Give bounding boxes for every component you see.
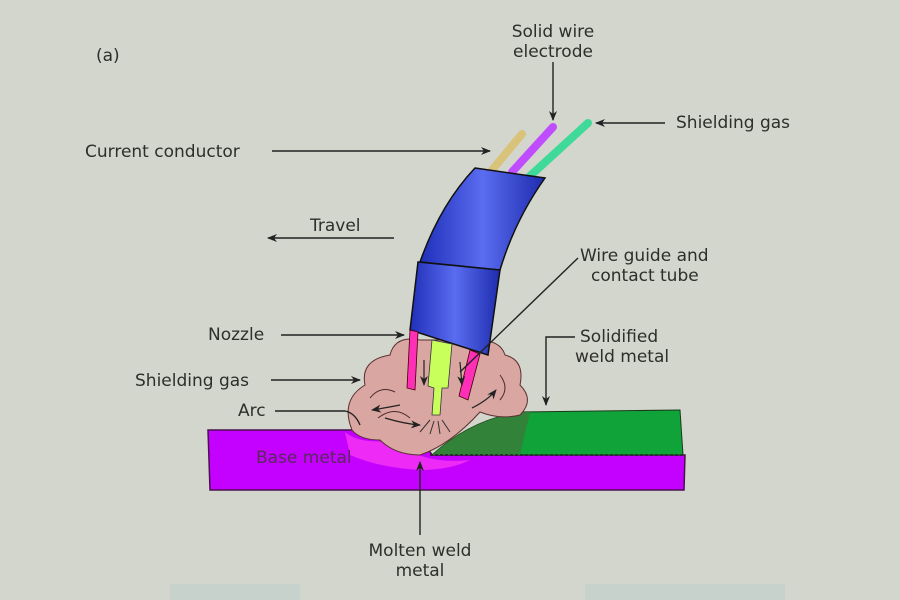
current-conductor-wire (488, 130, 526, 174)
label-line: metal (395, 561, 445, 581)
nozzle-wall-left (406, 329, 419, 391)
label-arc: Arc (238, 401, 266, 421)
label-line: electrode (513, 42, 593, 62)
label-nozzle: Nozzle (208, 325, 265, 345)
panel-label: (a) (96, 46, 120, 66)
nozzle-housing (409, 261, 501, 356)
label-molten-weld: Molten weld metal (350, 541, 490, 581)
bottom-strip-right (585, 584, 785, 600)
label-shielding-gas-side: Shielding gas (135, 371, 250, 391)
bottom-strip-left (170, 584, 300, 600)
label-wire-guide: Wire guide and contact tube (580, 246, 709, 286)
label-base-metal: Base metal (256, 448, 352, 468)
electrode-wire (508, 123, 557, 176)
label-line: Wire guide and (580, 246, 709, 266)
label-current-conductor: Current conductor (85, 142, 240, 162)
label-travel: Travel (310, 216, 361, 236)
label-shielding-gas-top: Shielding gas (676, 113, 791, 133)
gas-hose (526, 119, 592, 180)
label-line: Solidified (580, 327, 659, 347)
contact-tube (427, 339, 453, 416)
label-line: Solid wire (511, 22, 595, 42)
weld-transition (432, 412, 530, 455)
arc-rays (419, 419, 451, 435)
label-solidified-weld: Solidified weld metal (575, 327, 669, 367)
label-line: Molten weld (368, 541, 472, 561)
label-solid-wire-electrode: Solid wire electrode (488, 22, 618, 62)
label-line: weld metal (575, 347, 670, 367)
torch-body (418, 167, 547, 271)
leader-lines (267, 62, 665, 535)
label-line: contact tube (591, 266, 699, 286)
